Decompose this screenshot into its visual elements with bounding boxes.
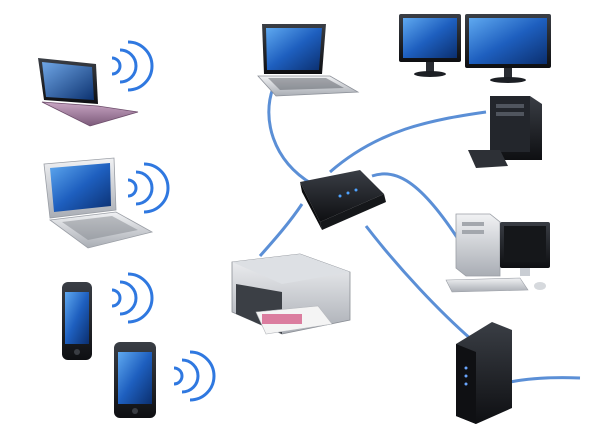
wifi-signal-icon	[111, 40, 154, 92]
cable-router-modem	[364, 225, 473, 342]
cable-desktop-router	[371, 172, 462, 243]
wifi-signal-icon	[111, 272, 154, 324]
wifi-signal-icon	[173, 350, 216, 402]
monitor-icon	[399, 14, 551, 83]
cable-router-printer	[258, 203, 304, 257]
laptop-icon	[257, 24, 360, 97]
cable-modem-icon	[456, 322, 512, 424]
cable-modem-external	[509, 376, 581, 384]
cable-laptop-top-router	[267, 87, 313, 186]
smartphone-icon	[62, 282, 92, 360]
printer-icon	[231, 253, 351, 335]
desktop-tower-icon	[468, 96, 542, 168]
wireless-router-icon	[300, 170, 386, 230]
laptop-icon	[43, 157, 154, 249]
netbook-icon	[38, 58, 139, 127]
cable-tower-router	[329, 110, 487, 174]
desktop-computer-icon	[445, 213, 550, 293]
wifi-signal-icon	[127, 162, 170, 214]
smartphone-icon	[114, 342, 156, 418]
wired-connections	[258, 87, 581, 384]
